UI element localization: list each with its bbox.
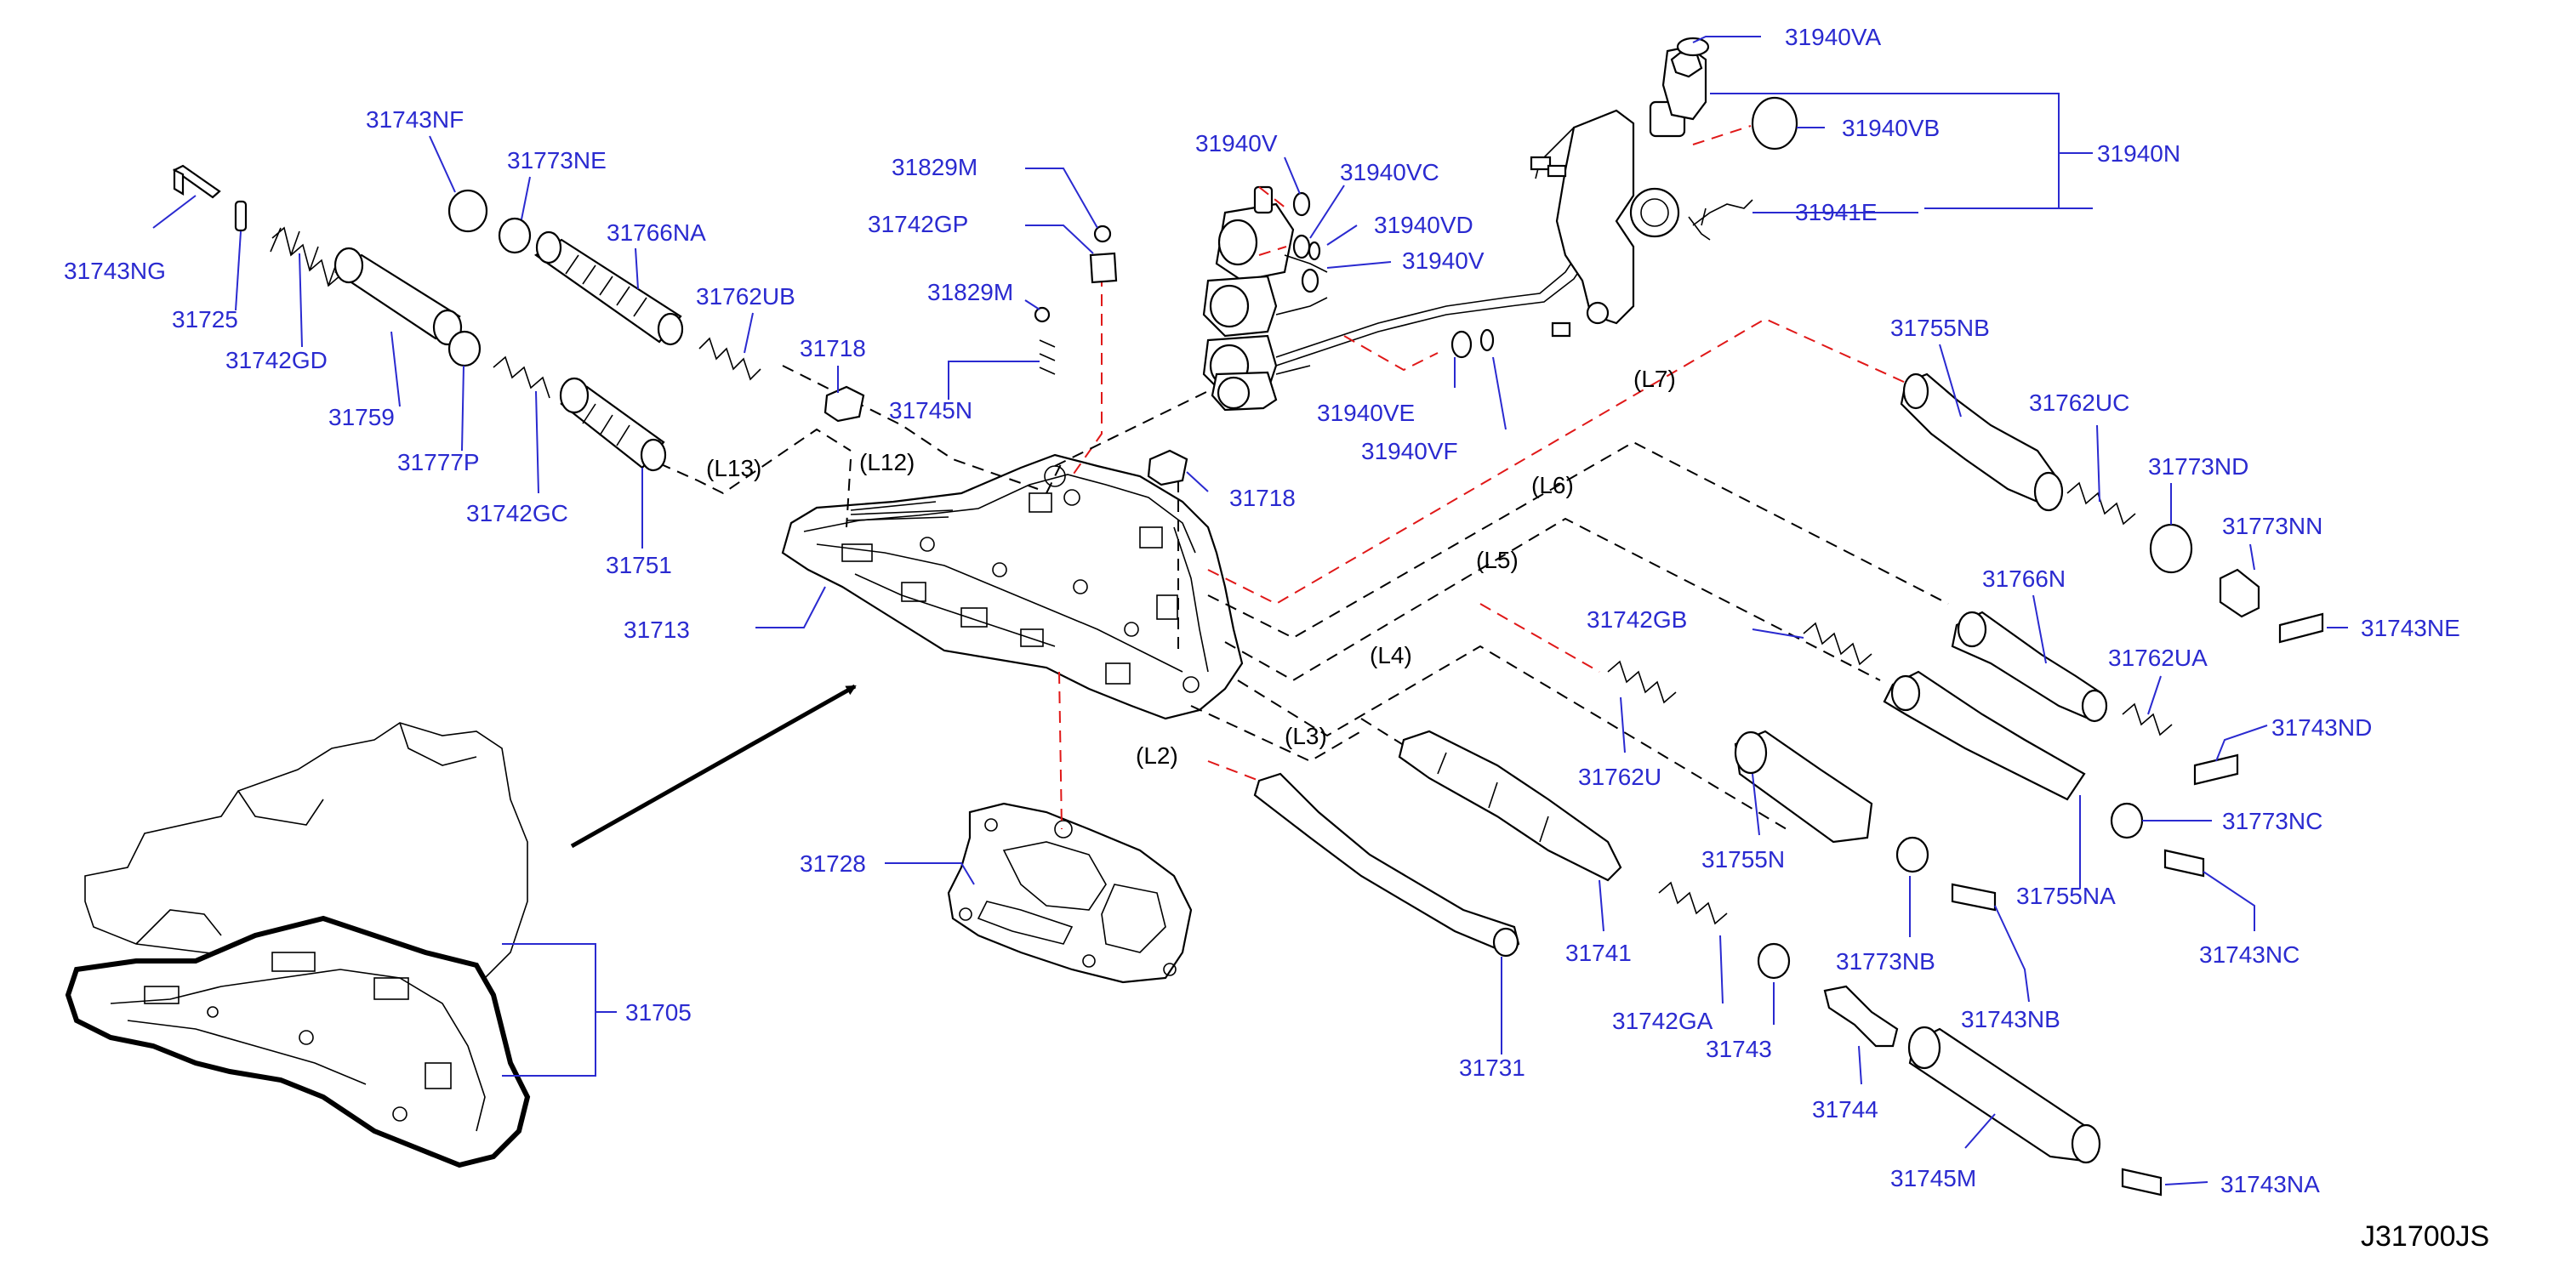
- label-31731: 31731: [1459, 1055, 1525, 1081]
- label-31940ve: 31940VE: [1317, 400, 1415, 426]
- harness-clip: [1688, 199, 1753, 241]
- label-31743nb: 31743NB: [1961, 1006, 2060, 1032]
- label-31745m: 31745M: [1890, 1165, 1976, 1191]
- label-31762ub: 31762UB: [696, 283, 795, 310]
- right-spool-parts: [1253, 372, 2324, 1197]
- label-31773nb: 31773NB: [1836, 948, 1935, 975]
- transmission-outline: [84, 722, 528, 996]
- label-31755n: 31755N: [1701, 846, 1785, 873]
- label-31777p: 31777P: [397, 449, 480, 475]
- solenoid-harness-assembly: [1202, 37, 1710, 412]
- label-31940vd: 31940VD: [1374, 212, 1473, 238]
- label-31773nc: 31773NC: [2222, 808, 2322, 834]
- line-path-labels: (L7) (L6) (L5) (L4) (L3) (L2) (L12) (L13…: [706, 366, 1676, 769]
- line-label-l2: (L2): [1136, 742, 1178, 769]
- label-31705: 31705: [625, 999, 692, 1026]
- label-31725: 31725: [172, 306, 238, 333]
- label-31940v-mid: 31940V: [1402, 247, 1485, 274]
- leader-lines: [152, 36, 2348, 1185]
- label-31743ng: 31743NG: [64, 258, 166, 284]
- red-guide-lines: [1058, 125, 1906, 830]
- line-label-l6: (L6): [1531, 472, 1574, 498]
- label-31766na: 31766NA: [607, 219, 706, 246]
- label-31773ne: 31773NE: [507, 147, 607, 173]
- label-31762u: 31762U: [1578, 764, 1661, 790]
- label-31728: 31728: [800, 850, 866, 877]
- label-31829m-mid: 31829M: [927, 279, 1013, 305]
- line-label-l12: (L12): [859, 449, 915, 475]
- diagram-code: J31700JS: [2361, 1220, 2489, 1253]
- separator-plate: [947, 802, 1193, 984]
- line-label-l4: (L4): [1370, 642, 1412, 668]
- label-31766n: 31766N: [1982, 566, 2066, 592]
- label-31742gc: 31742GC: [466, 500, 568, 526]
- label-31762ua: 31762UA: [2108, 645, 2208, 671]
- label-31940vf: 31940VF: [1361, 438, 1458, 464]
- valve-body-plate: [781, 453, 1244, 720]
- label-31743ne: 31743NE: [2361, 615, 2460, 641]
- label-31940v-top: 31940V: [1195, 130, 1278, 156]
- label-31718-right: 31718: [1229, 485, 1296, 511]
- label-31742gb: 31742GB: [1587, 606, 1687, 633]
- label-31940vc: 31940VC: [1340, 159, 1439, 185]
- label-31940vb: 31940VB: [1842, 115, 1940, 141]
- o-rings: [1292, 96, 1798, 359]
- line-label-l5: (L5): [1476, 547, 1519, 573]
- overview-arrow: [570, 684, 857, 849]
- part-number-labels: 31940VA 31940VB 31940N 31941E 31940V 319…: [64, 24, 2460, 1197]
- label-31755nb: 31755NB: [1890, 315, 1990, 341]
- label-31941e: 31941E: [1795, 199, 1878, 225]
- label-31829m-top: 31829M: [892, 154, 977, 180]
- label-31762uc: 31762UC: [2029, 389, 2129, 416]
- label-31742gp: 31742GP: [868, 211, 968, 237]
- label-31742ga: 31742GA: [1612, 1008, 1713, 1034]
- label-31744: 31744: [1812, 1096, 1878, 1123]
- label-31743nc: 31743NC: [2199, 941, 2300, 968]
- line-label-l3: (L3): [1285, 723, 1327, 749]
- left-spool-parts: [172, 164, 1188, 486]
- label-31743: 31743: [1706, 1036, 1772, 1062]
- label-31713: 31713: [624, 617, 690, 643]
- line-label-l7: (L7): [1633, 366, 1676, 392]
- line-label-l13: (L13): [706, 455, 761, 481]
- label-31718-left: 31718: [800, 335, 866, 361]
- label-31745n: 31745N: [889, 397, 972, 424]
- label-31743na: 31743NA: [2220, 1171, 2320, 1197]
- label-31940n: 31940N: [2097, 140, 2180, 167]
- label-31759: 31759: [328, 404, 395, 430]
- label-31742gd: 31742GD: [225, 347, 328, 373]
- label-31773nd: 31773ND: [2148, 453, 2248, 480]
- label-31743nd: 31743ND: [2271, 714, 2372, 741]
- label-31751: 31751: [606, 552, 672, 578]
- label-31940va: 31940VA: [1785, 24, 1881, 50]
- label-31773nn: 31773NN: [2222, 513, 2322, 539]
- control-valve-body-silhouette: [65, 915, 531, 1168]
- label-31755na: 31755NA: [2016, 883, 2116, 909]
- label-31743nf: 31743NF: [366, 106, 464, 133]
- label-31741: 31741: [1565, 940, 1632, 966]
